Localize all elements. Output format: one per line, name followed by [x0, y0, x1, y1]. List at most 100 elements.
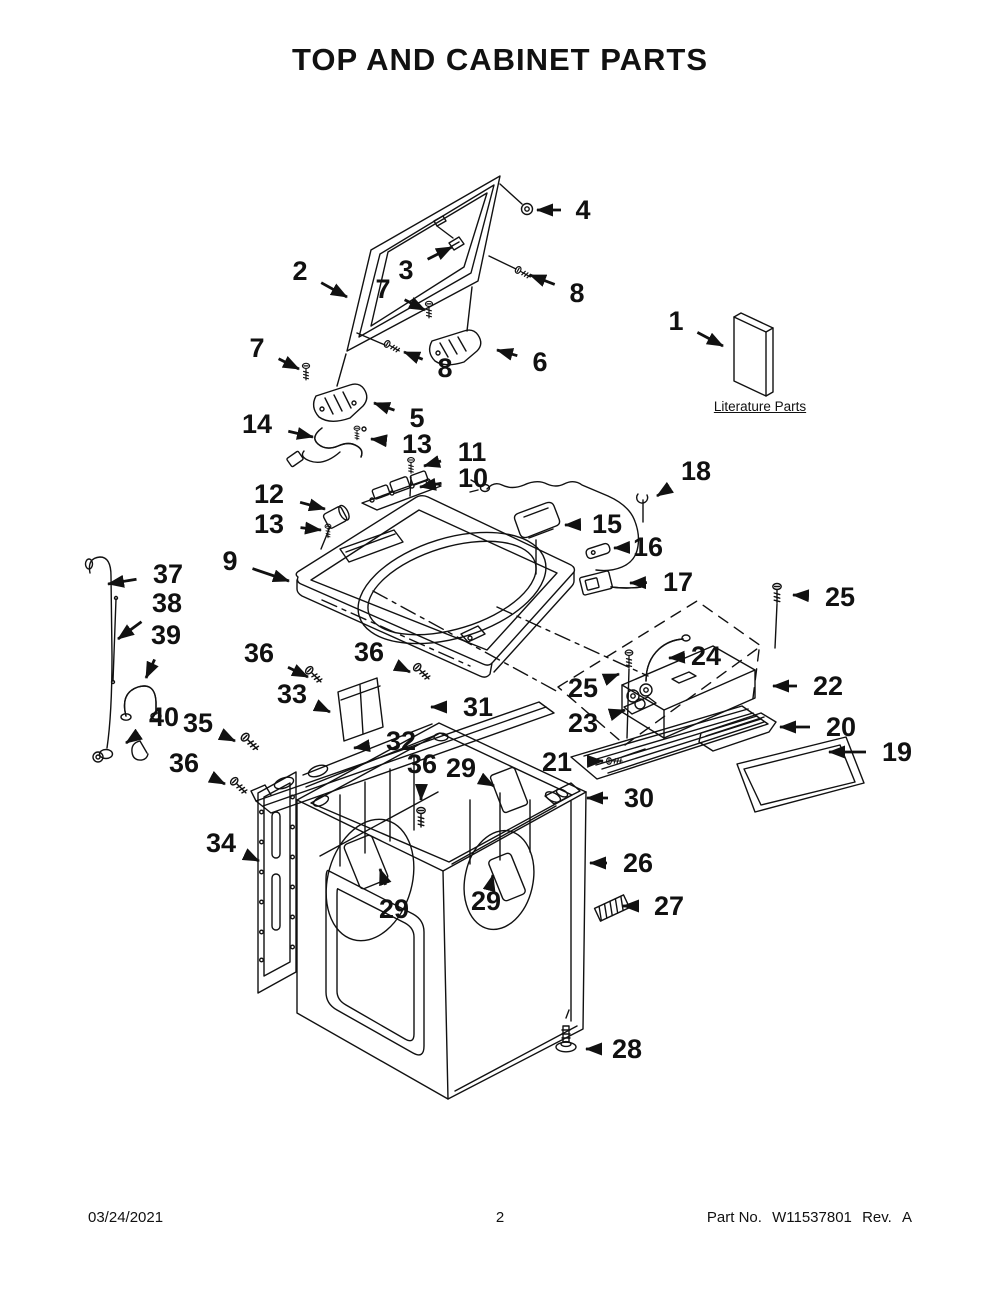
svg-text:3: 3: [398, 255, 413, 285]
callout-4: 4: [536, 195, 591, 225]
clip-16: [585, 542, 611, 560]
lid-lock-12: [320, 504, 350, 550]
callout-5: 5: [373, 401, 425, 433]
callout-10: 10: [419, 463, 488, 493]
svg-text:32: 32: [386, 726, 416, 756]
callout-29: 29: [378, 868, 409, 924]
svg-text:2: 2: [292, 256, 307, 286]
svg-text:29: 29: [471, 886, 501, 916]
callout-36: 36: [407, 749, 437, 801]
svg-text:19: 19: [882, 737, 912, 767]
screw-11: [407, 457, 415, 474]
callout-29: 29: [471, 874, 501, 916]
screw-36-d: [416, 806, 426, 828]
elbow-hose-39: [120, 685, 162, 721]
svg-text:36: 36: [244, 638, 274, 668]
svg-text:13: 13: [402, 429, 432, 459]
callout-19: 19: [828, 737, 912, 767]
rev-value: A: [901, 1209, 912, 1226]
screw-7-right: [424, 300, 434, 319]
lid-frame: [336, 175, 523, 387]
screw-36-a: [228, 775, 250, 797]
callout-34: 34: [206, 828, 260, 863]
drain-hose-37: [84, 556, 114, 763]
callout-8: 8: [403, 350, 453, 383]
screw-25-left: [624, 649, 634, 669]
svg-text:8: 8: [569, 278, 584, 308]
cabinet: [296, 722, 587, 1100]
rear-brace: [250, 677, 555, 814]
svg-text:14: 14: [242, 409, 272, 439]
svg-text:36: 36: [407, 749, 437, 779]
callout-36: 36: [354, 637, 411, 674]
svg-text:8: 8: [437, 353, 452, 383]
callout-27: 27: [622, 891, 684, 921]
callout-12: 12: [254, 479, 326, 512]
svg-text:31: 31: [463, 692, 493, 722]
callout-15: 15: [564, 509, 622, 539]
svg-text:30: 30: [624, 783, 654, 813]
callout-20: 20: [779, 712, 856, 742]
screw-8-right: [513, 264, 533, 281]
screw-21: [606, 757, 623, 765]
part-no-value: W11537801: [772, 1209, 852, 1226]
svg-text:37: 37: [153, 559, 183, 589]
svg-text:4: 4: [575, 195, 590, 225]
screw-13-upper: [353, 425, 361, 441]
lid-cap: [520, 202, 534, 216]
literature-booklet: [733, 312, 774, 397]
callout-3: 3: [398, 245, 453, 285]
hose-clamp-40: [131, 740, 149, 761]
callout-6: 6: [496, 347, 548, 377]
callout-39: 39: [144, 620, 181, 679]
svg-text:22: 22: [813, 671, 843, 701]
svg-text:35: 35: [183, 708, 213, 738]
callout-2: 2: [292, 256, 348, 299]
screw-7-left: [301, 362, 311, 381]
callout-36: 36: [169, 748, 226, 786]
svg-text:16: 16: [633, 532, 663, 562]
callout-14: 14: [242, 409, 314, 440]
callout-7: 7: [249, 333, 300, 371]
funnel-15: [513, 501, 561, 575]
callout-9: 9: [222, 546, 290, 583]
fill-hose: [469, 479, 640, 572]
callout-32: 32: [353, 726, 416, 756]
top-panel: [295, 495, 649, 694]
svg-text:7: 7: [249, 333, 264, 363]
page-title: TOP AND CABINET PARTS: [292, 42, 708, 77]
callout-31: 31: [430, 692, 493, 722]
screw-36-c: [411, 661, 433, 683]
svg-text:1: 1: [668, 306, 683, 336]
svg-text:24: 24: [691, 641, 721, 671]
leveling-foot-28: [555, 1009, 577, 1053]
callout-24: 24: [668, 641, 721, 671]
svg-text:11: 11: [458, 437, 487, 467]
callout-36: 36: [244, 638, 309, 679]
callout-22: 22: [772, 671, 843, 701]
screw-8-left: [382, 338, 402, 355]
hinge-left: [312, 383, 368, 422]
svg-text:29: 29: [446, 753, 476, 783]
hose-clip-18: [635, 493, 649, 523]
svg-text:38: 38: [152, 588, 182, 618]
callout-13: 13: [370, 429, 432, 459]
svg-text:10: 10: [458, 463, 488, 493]
svg-text:36: 36: [169, 748, 199, 778]
footer-page-number: 2: [495, 1209, 505, 1226]
callout-37: 37: [107, 559, 183, 589]
rev-label: Rev.: [862, 1209, 892, 1226]
callout-29: 29: [446, 753, 495, 788]
footer-part-info: Part No. W11537801 Rev. A: [701, 1209, 912, 1226]
svg-text:5: 5: [409, 403, 424, 433]
pad-balloon-right: [463, 829, 535, 931]
hinge-right: [428, 329, 482, 366]
svg-text:21: 21: [542, 747, 572, 777]
svg-text:39: 39: [151, 620, 181, 650]
callout-25: 25: [568, 672, 620, 703]
lid-latch-assembly: [361, 470, 442, 511]
literature-parts-label: Literature Parts: [713, 399, 807, 414]
